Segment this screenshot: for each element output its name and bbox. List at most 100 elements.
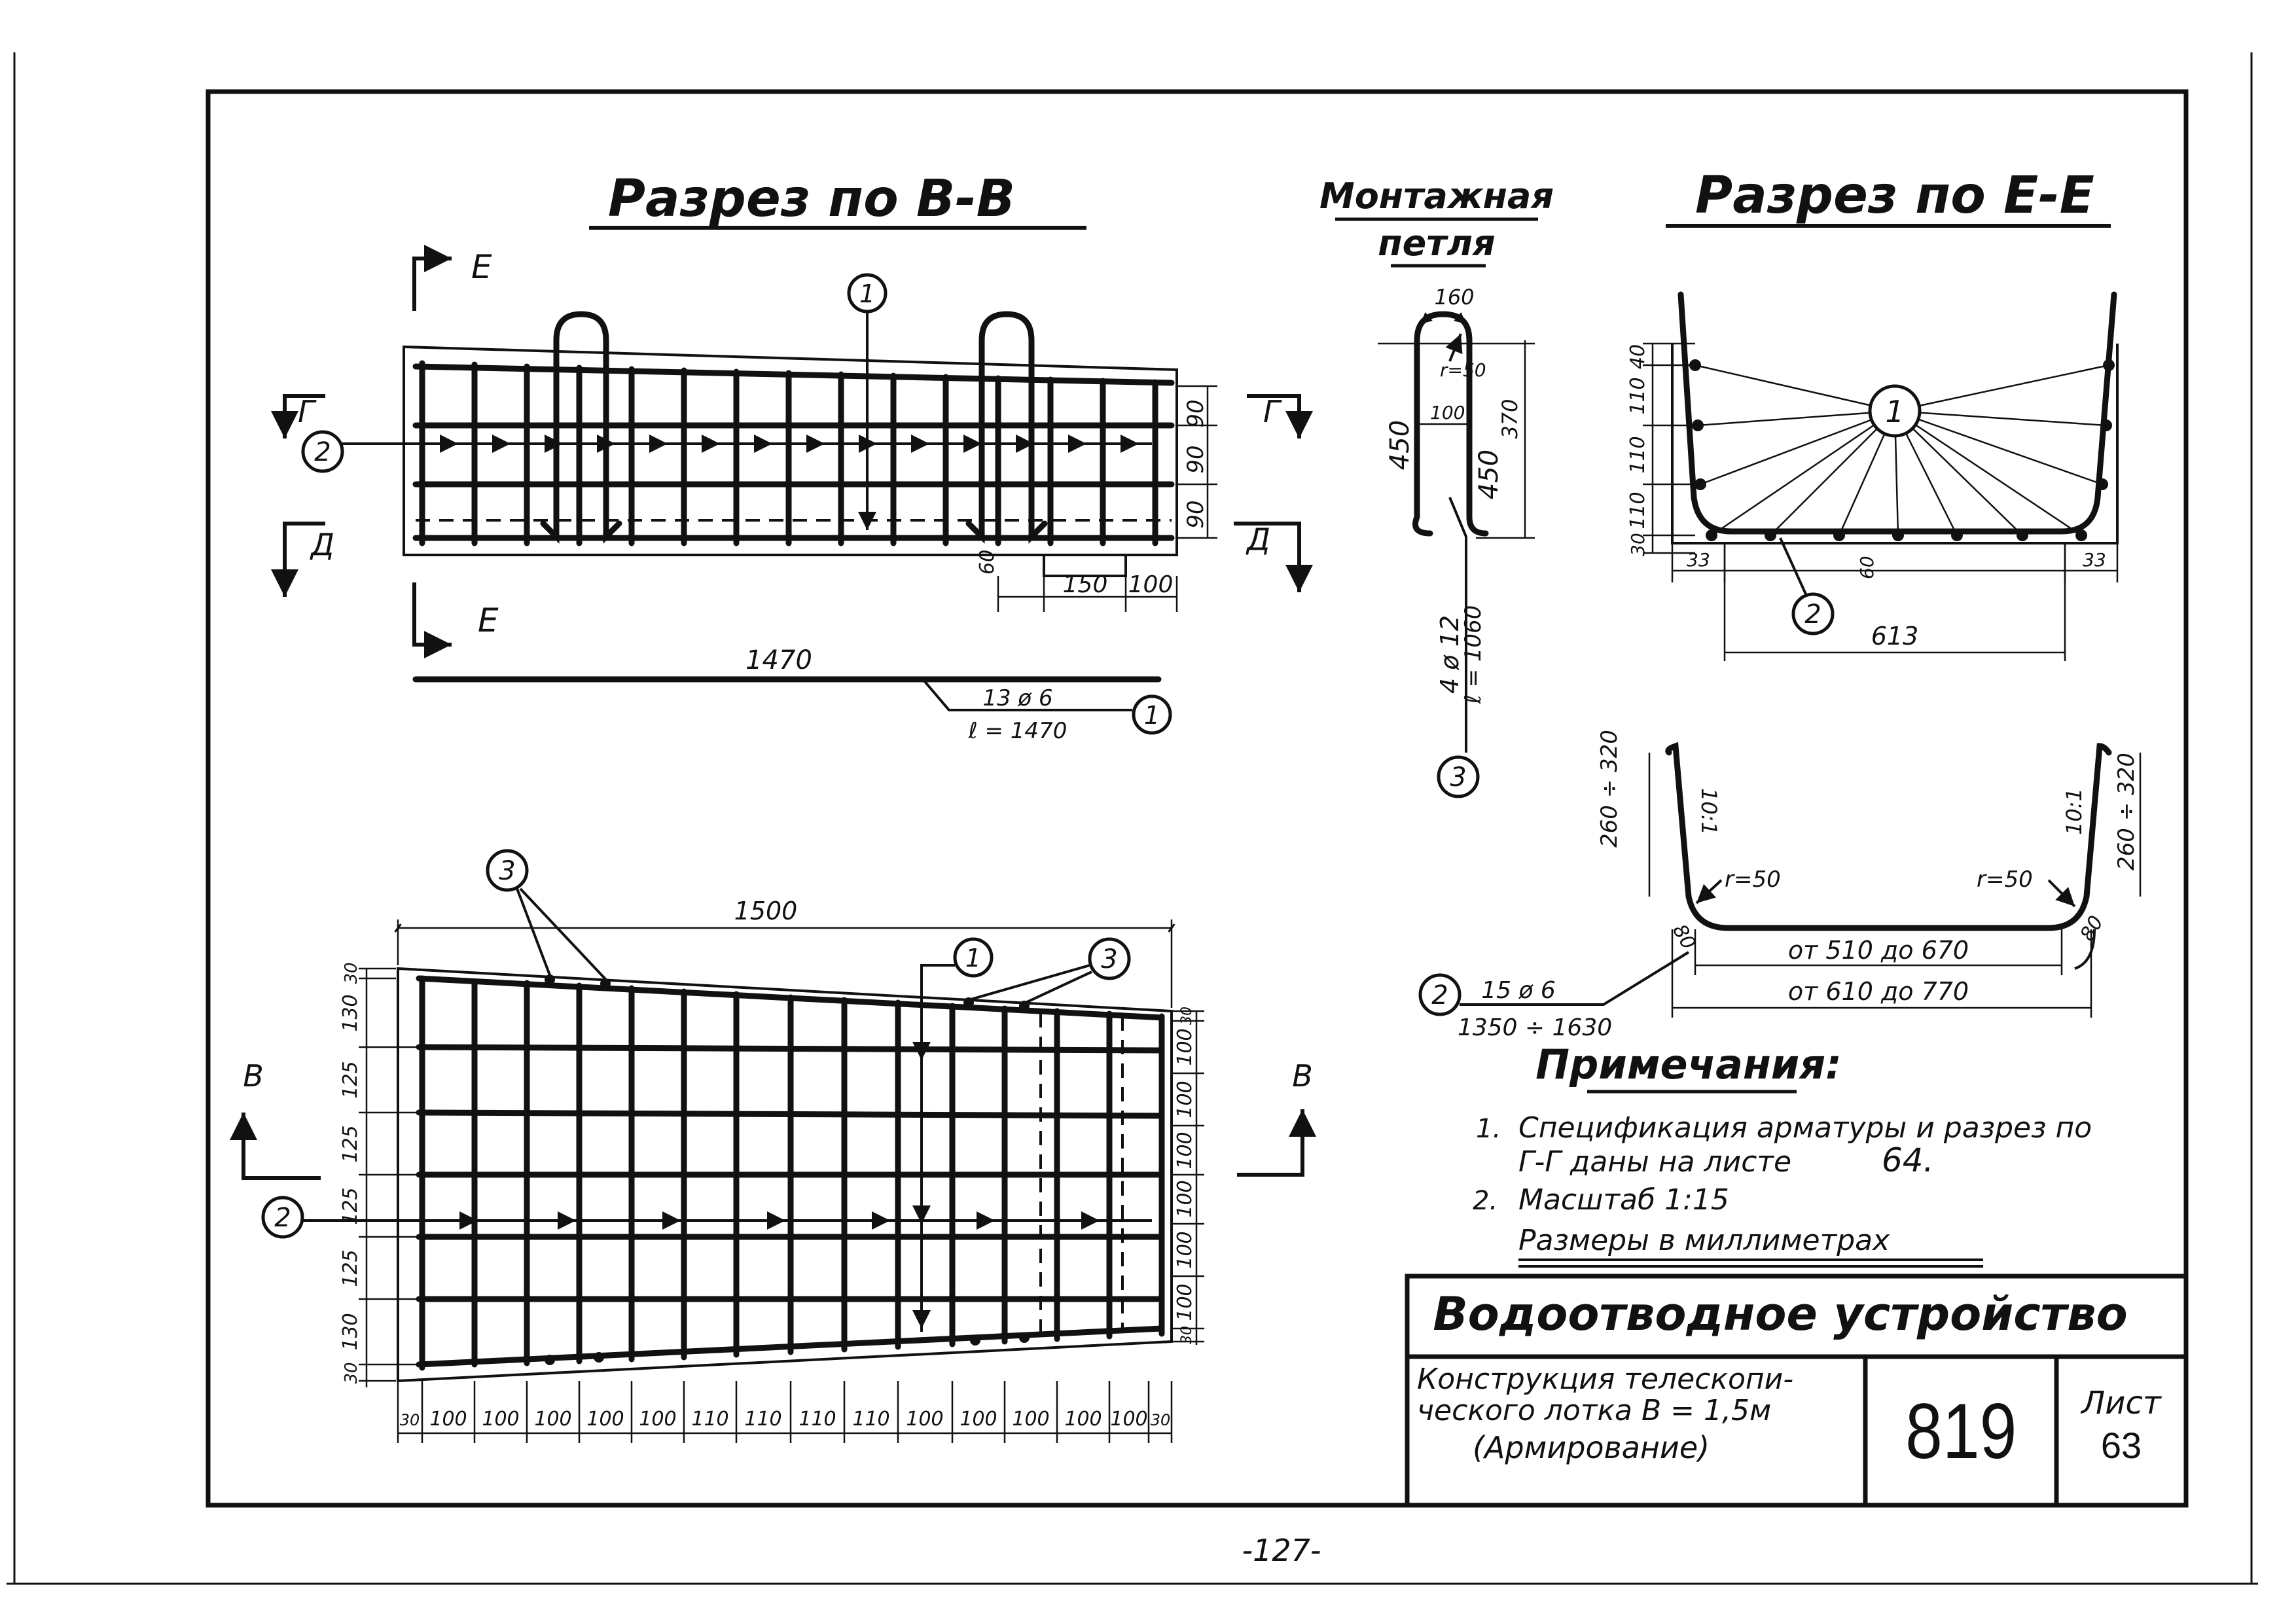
section-bb-bar-top <box>412 363 1175 386</box>
section-e-arrow-top <box>412 245 452 311</box>
plan-right-dim-ticks <box>1172 1010 1204 1343</box>
marker-2-ee-label: 2 <box>1804 599 1821 630</box>
marker-3-plan-left <box>486 849 529 892</box>
bent-bar-radius-right: r=50 <box>1977 866 2033 893</box>
plan-dim-right-4: 100 <box>1174 1132 1196 1169</box>
plan-dim-bottom-3: 100 <box>482 1408 519 1431</box>
drawing-frame <box>206 89 2189 1508</box>
section-ee-dim-110-3: 110 <box>1626 491 1649 529</box>
section-v-arrow-right <box>1237 1109 1316 1177</box>
plan-dim-bottom-2: 100 <box>429 1408 467 1431</box>
mounting-loop-dim-160: 160 <box>1434 285 1474 310</box>
plan-dim-left-3: 125 <box>339 1061 362 1098</box>
mounting-loop-dim-450-left: 450 <box>1385 420 1415 470</box>
mounting-loop-view: Монтажная петля 160 r=50 100 370 450 450… <box>1319 175 1554 798</box>
section-bb-dim-60: 60 <box>976 550 999 575</box>
section-bb-dim-90-3: 90 <box>1183 500 1209 528</box>
plan-dim-bottom-7: 110 <box>691 1408 728 1431</box>
marker-1-plan <box>953 937 994 978</box>
title-block-sheet-number: 63 <box>2101 1425 2142 1466</box>
marker-1-ee-label: 1 <box>1885 394 1904 429</box>
section-ee-dim-33-left: 33 <box>1687 549 1710 571</box>
marker-2-bent-label: 2 <box>1431 980 1448 1010</box>
plan-dim-bottom-16: 30 <box>1151 1411 1171 1429</box>
section-ee-dim-30: 30 <box>1627 533 1649 556</box>
plan-dim-right-3: 100 <box>1174 1080 1196 1118</box>
marker-2-bb <box>301 430 344 473</box>
section-bb-title: Разрез по В-В <box>608 169 1015 228</box>
section-d-label-right: Д <box>1246 522 1270 557</box>
marker-3-plan-right <box>1088 937 1131 980</box>
mounting-loop-dim-450-right: 450 <box>1474 450 1504 499</box>
section-v-arrow-left <box>230 1113 321 1180</box>
title-block-desc-2: ческого лотка В = 1,5м <box>1417 1394 1771 1427</box>
section-v-label-right: В <box>1292 1058 1313 1094</box>
plan-dim-left-4: 125 <box>339 1125 362 1162</box>
title-block-code: 819 <box>1905 1387 2017 1475</box>
mounting-loop-dim-370: 370 <box>1498 399 1522 438</box>
plan-dim-bottom-4: 100 <box>534 1408 571 1431</box>
section-ee-outline <box>1671 344 2119 544</box>
plan-bottom-dim-ticks <box>397 1381 1173 1443</box>
mounting-loop-spec-count: 4 ø 12 <box>1435 615 1464 694</box>
section-bb-loop-right <box>965 311 1048 544</box>
plan-dim-bottom-11: 100 <box>906 1408 943 1431</box>
bent-bar-spec-length: 1350 ÷ 1630 <box>1458 1014 1612 1041</box>
bent-bar-radius-left: r=50 <box>1725 866 1781 893</box>
plan-dim-right-6: 100 <box>1174 1231 1196 1268</box>
plan-dim-bottom-12: 100 <box>960 1408 997 1431</box>
plan-dim-left-7: 130 <box>339 1313 362 1350</box>
page-number: -127- <box>1242 1533 1321 1568</box>
bent-bar-detail: 260 ÷ 320 10:1 10:1 260 ÷ 320 r=50 r=50 … <box>1418 730 2142 1041</box>
section-d-arrow-left <box>271 522 325 597</box>
marker-2-plan-label: 2 <box>274 1203 291 1233</box>
bent-bar-spec-leader <box>1460 951 1690 1006</box>
plan-dim-bottom-10: 110 <box>852 1408 889 1431</box>
bar-1-spec-leader <box>922 678 1132 711</box>
section-ee-marker-1-leaders <box>1695 364 2109 537</box>
note-1-number: 1. <box>1476 1114 1501 1144</box>
bent-bar-height-right: 260 ÷ 320 <box>2113 753 2140 870</box>
section-ee-dim-110-1: 110 <box>1626 377 1649 414</box>
marker-3-loop-label: 3 <box>1450 762 1466 793</box>
plan-dim-left-5: 125 <box>339 1187 362 1224</box>
title-block-frame <box>1405 1274 2189 1508</box>
plan-dim-bottom-9: 110 <box>798 1408 836 1431</box>
plan-dim-bottom-5: 100 <box>586 1408 624 1431</box>
marker-1-ee <box>1868 384 1922 438</box>
note-1-sheet-ref: 64. <box>1882 1141 1934 1179</box>
plan-dim-left-8: 30 <box>342 1362 361 1383</box>
plan-dim-bottom-1: 30 <box>400 1411 420 1429</box>
section-ee-dim-613: 613 <box>1871 622 1919 651</box>
plan-view: 3 3 1 2 В В 1500 <box>230 849 1316 1443</box>
marker-1-spec-label: 1 <box>1144 701 1160 730</box>
plan-length: 1500 <box>734 897 798 925</box>
section-d-label-left: Д <box>310 527 334 562</box>
bent-bar-slope-right: 10:1 <box>2062 788 2087 835</box>
plan-dim-left-1: 30 <box>342 962 361 984</box>
marker-1-bb-label: 1 <box>859 279 875 308</box>
title-block-desc-3: (Армирование) <box>1473 1430 1710 1465</box>
section-ee-dim-110-2: 110 <box>1626 436 1649 473</box>
title-block: Водоотводное устройство Конструкция теле… <box>1405 1274 2189 1508</box>
bent-bar-spec-count: 15 ø 6 <box>1481 977 1556 1004</box>
section-e-label-bottom: Е <box>478 601 499 639</box>
bar-1-spec-count: 13 ø 6 <box>982 685 1052 711</box>
plan-left-dim-ticks <box>359 967 419 1382</box>
mounting-loop-leader <box>1448 497 1467 753</box>
note-2-number: 2. <box>1473 1186 1498 1216</box>
bar-1-length: 1470 <box>745 645 812 675</box>
title-block-desc-1: Конструкция телескопи- <box>1417 1363 1793 1396</box>
plan-dim-right-2: 100 <box>1174 1028 1196 1065</box>
title-block-sheet-label: Лист <box>2080 1385 2162 1421</box>
section-v-label-left: В <box>243 1058 264 1094</box>
bent-bar-height-left: 260 ÷ 320 <box>1596 730 1623 847</box>
title-block-main-title: Водоотводное устройство <box>1433 1287 2127 1341</box>
section-bb-notch <box>1043 555 1127 577</box>
notes-units: Размеры в миллиметрах <box>1518 1224 1890 1257</box>
section-g-arrow-left <box>271 394 325 438</box>
marker-2-plan <box>261 1196 304 1239</box>
bent-bar-shape <box>1665 741 2112 931</box>
plan-dim-right-7: 100 <box>1174 1283 1196 1321</box>
